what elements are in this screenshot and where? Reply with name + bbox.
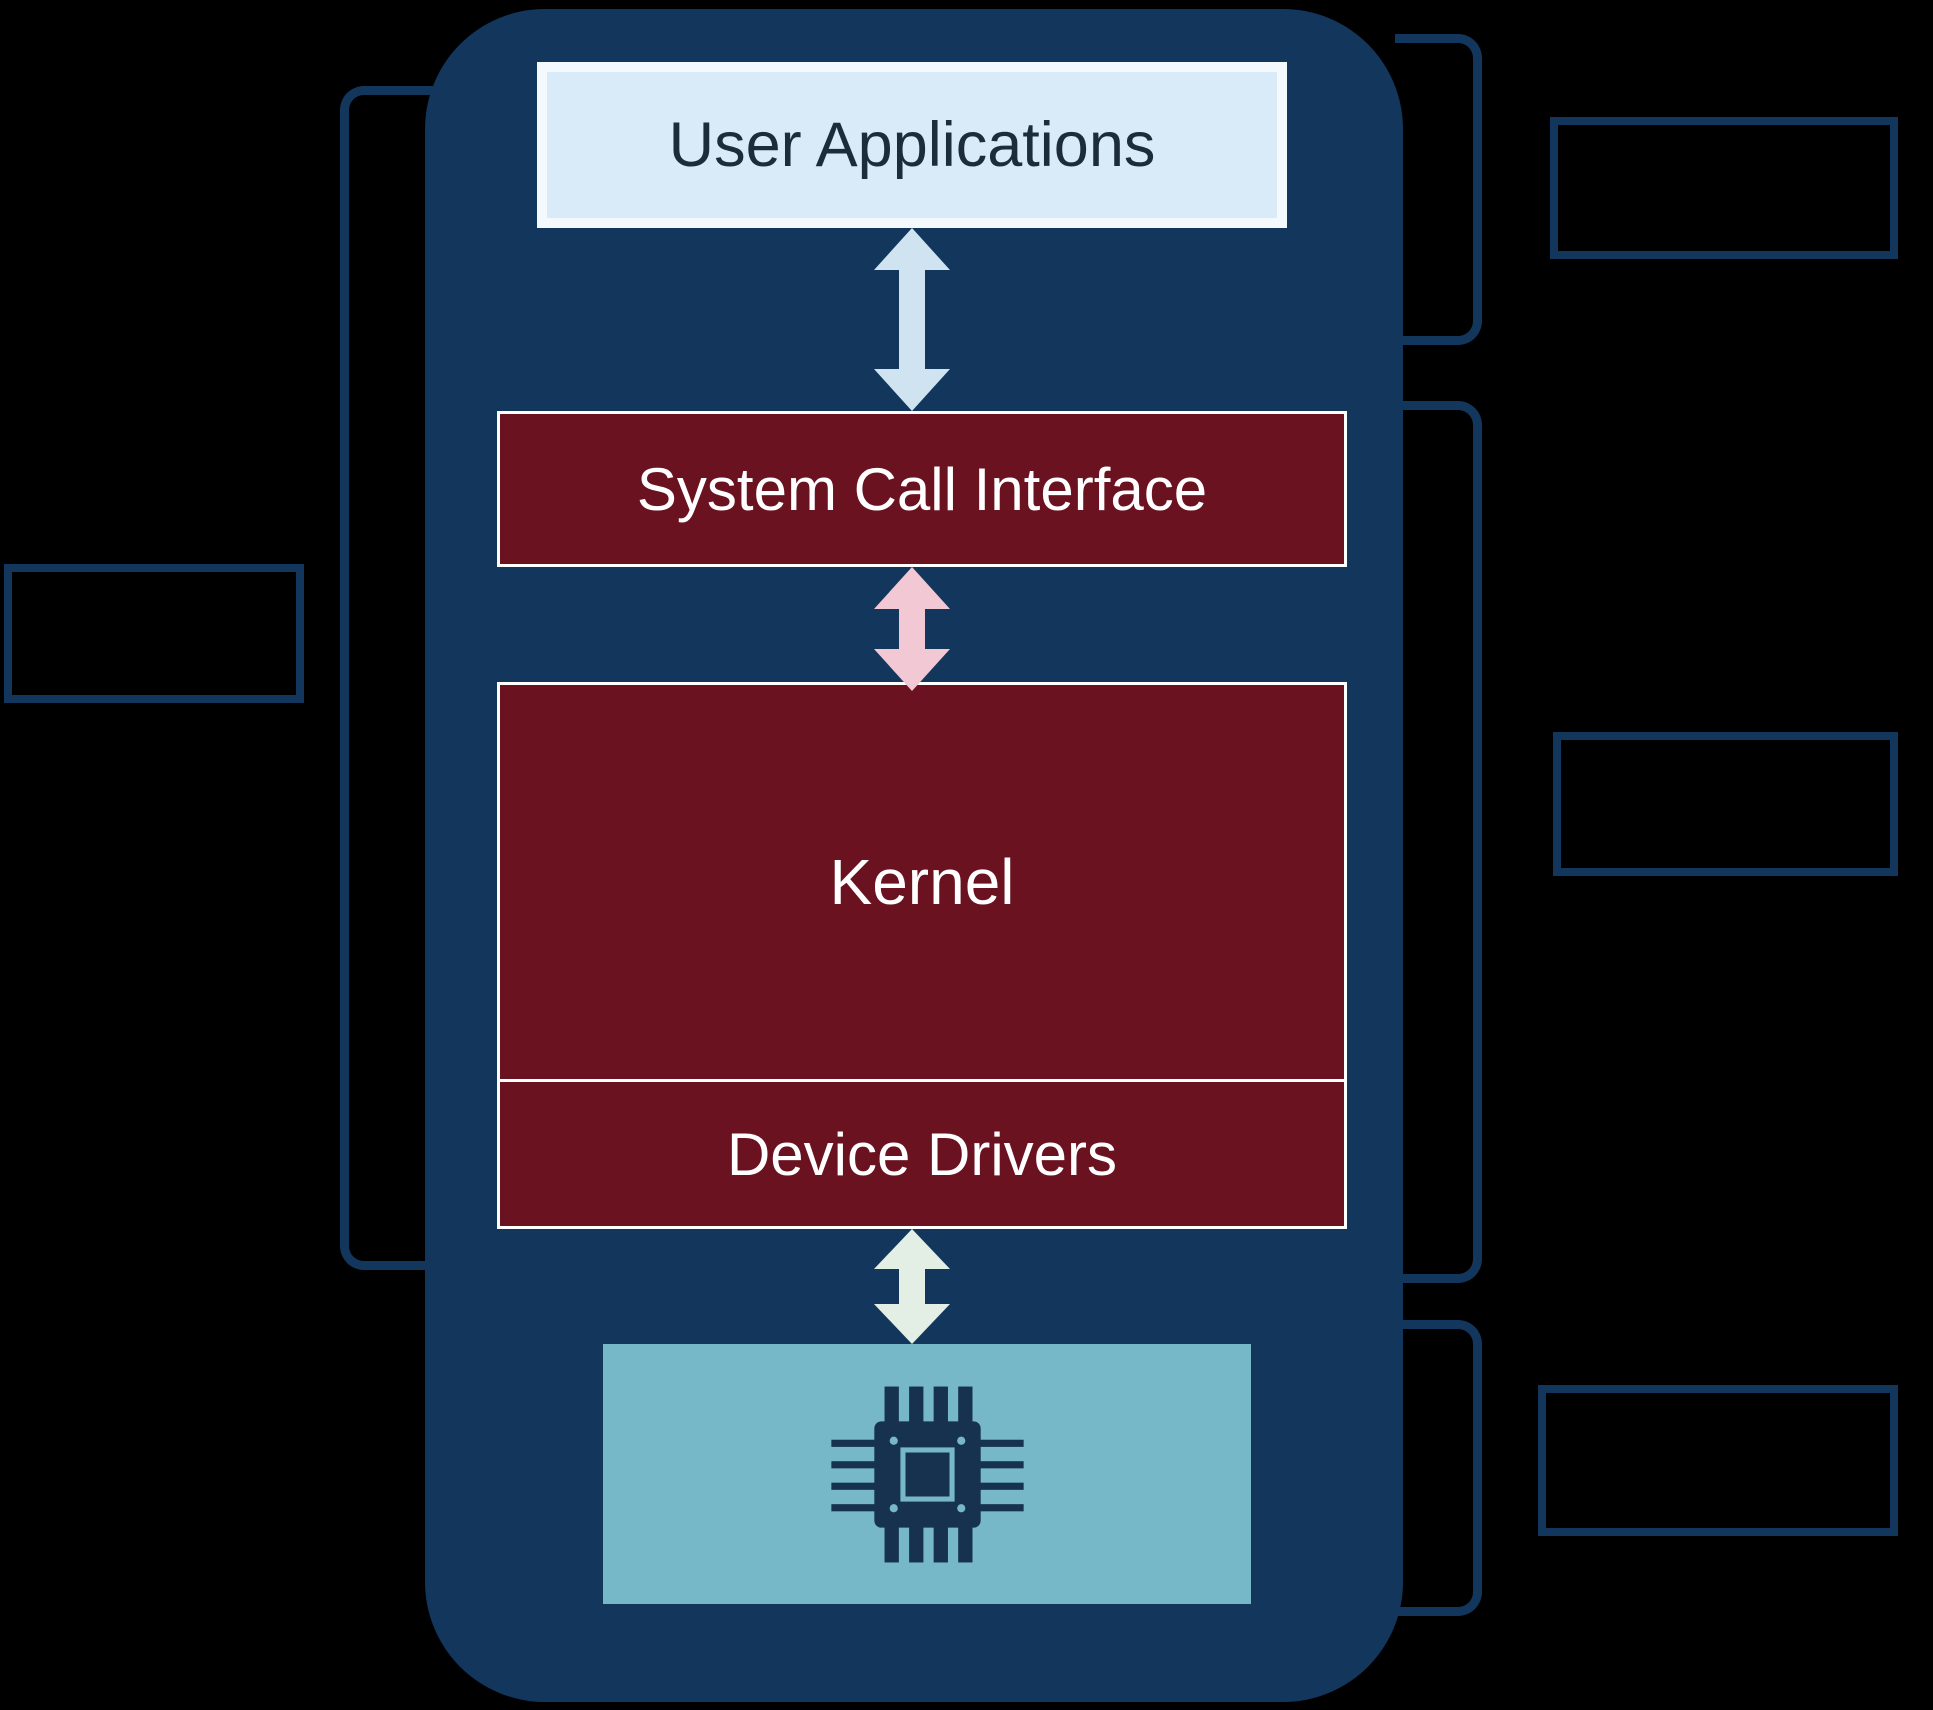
user-applications-box: User Applications [537, 62, 1287, 228]
kernel-drivers-divider [500, 1079, 1344, 1082]
system-call-interface-box: System Call Interface [497, 411, 1347, 567]
right-middle-group-bracket [1395, 401, 1482, 1283]
os-stack-panel: User Applications System Call Interface … [425, 9, 1403, 1702]
user-applications-label: User Applications [668, 110, 1156, 180]
hardware-box [603, 1344, 1251, 1604]
kernel-box: Kernel [500, 685, 1344, 1079]
kernel-group-box: Kernel Device Drivers [497, 682, 1347, 1229]
user-to-syscall-arrow [874, 228, 950, 411]
drivers-to-hardware-arrow [874, 1229, 950, 1344]
left-group-bracket [340, 86, 445, 1270]
device-drivers-box: Device Drivers [500, 1082, 1344, 1226]
right-middle-label-box [1553, 732, 1898, 876]
syscall-to-kernel-arrow [874, 567, 950, 691]
right-top-label-box [1550, 117, 1898, 259]
cpu-chip-icon [830, 1386, 1024, 1562]
kernel-label: Kernel [829, 846, 1015, 918]
right-bottom-group-bracket [1395, 1320, 1482, 1616]
right-top-group-bracket [1395, 34, 1482, 345]
device-drivers-label: Device Drivers [726, 1120, 1118, 1188]
system-call-interface-label: System Call Interface [636, 455, 1208, 523]
right-bottom-label-box [1538, 1385, 1898, 1536]
left-label-box [4, 564, 304, 703]
